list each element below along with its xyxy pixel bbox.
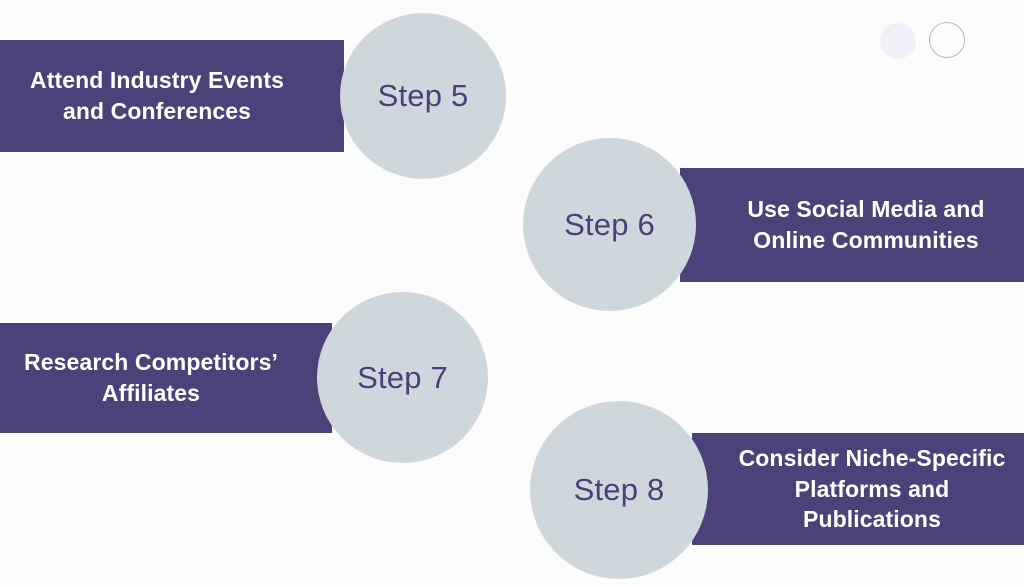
- step-bar-8[interactable]: Consider Niche-Specific Platforms and Pu…: [692, 433, 1024, 545]
- step-bar-5[interactable]: Attend Industry Events and Conferences: [0, 40, 344, 152]
- step-circle-6[interactable]: Step 6: [523, 138, 696, 311]
- step-bar-6[interactable]: Use Social Media and Online Communities: [680, 168, 1024, 282]
- step-title-5: Attend Industry Events and Conferences: [30, 67, 284, 124]
- step-circle-7[interactable]: Step 7: [317, 292, 488, 463]
- step-badge-7: Step 7: [357, 359, 448, 395]
- step-bar-7[interactable]: Research Competitors’ Affiliates: [0, 323, 332, 433]
- step-badge-8: Step 8: [573, 472, 665, 507]
- step-title-8: Consider Niche-Specific Platforms and Pu…: [738, 445, 1006, 533]
- decorative-circle-filled-icon: [880, 23, 916, 59]
- step-badge-6: Step 6: [564, 206, 655, 242]
- step-circle-5[interactable]: Step 5: [340, 13, 506, 179]
- step-badge-5: Step 5: [377, 78, 469, 113]
- step-title-7: Research Competitors’ Affiliates: [24, 349, 278, 406]
- step-circle-8[interactable]: Step 8: [530, 401, 708, 579]
- decorative-circle-outline-icon: [929, 22, 965, 58]
- step-title-6: Use Social Media and Online Communities: [747, 196, 985, 253]
